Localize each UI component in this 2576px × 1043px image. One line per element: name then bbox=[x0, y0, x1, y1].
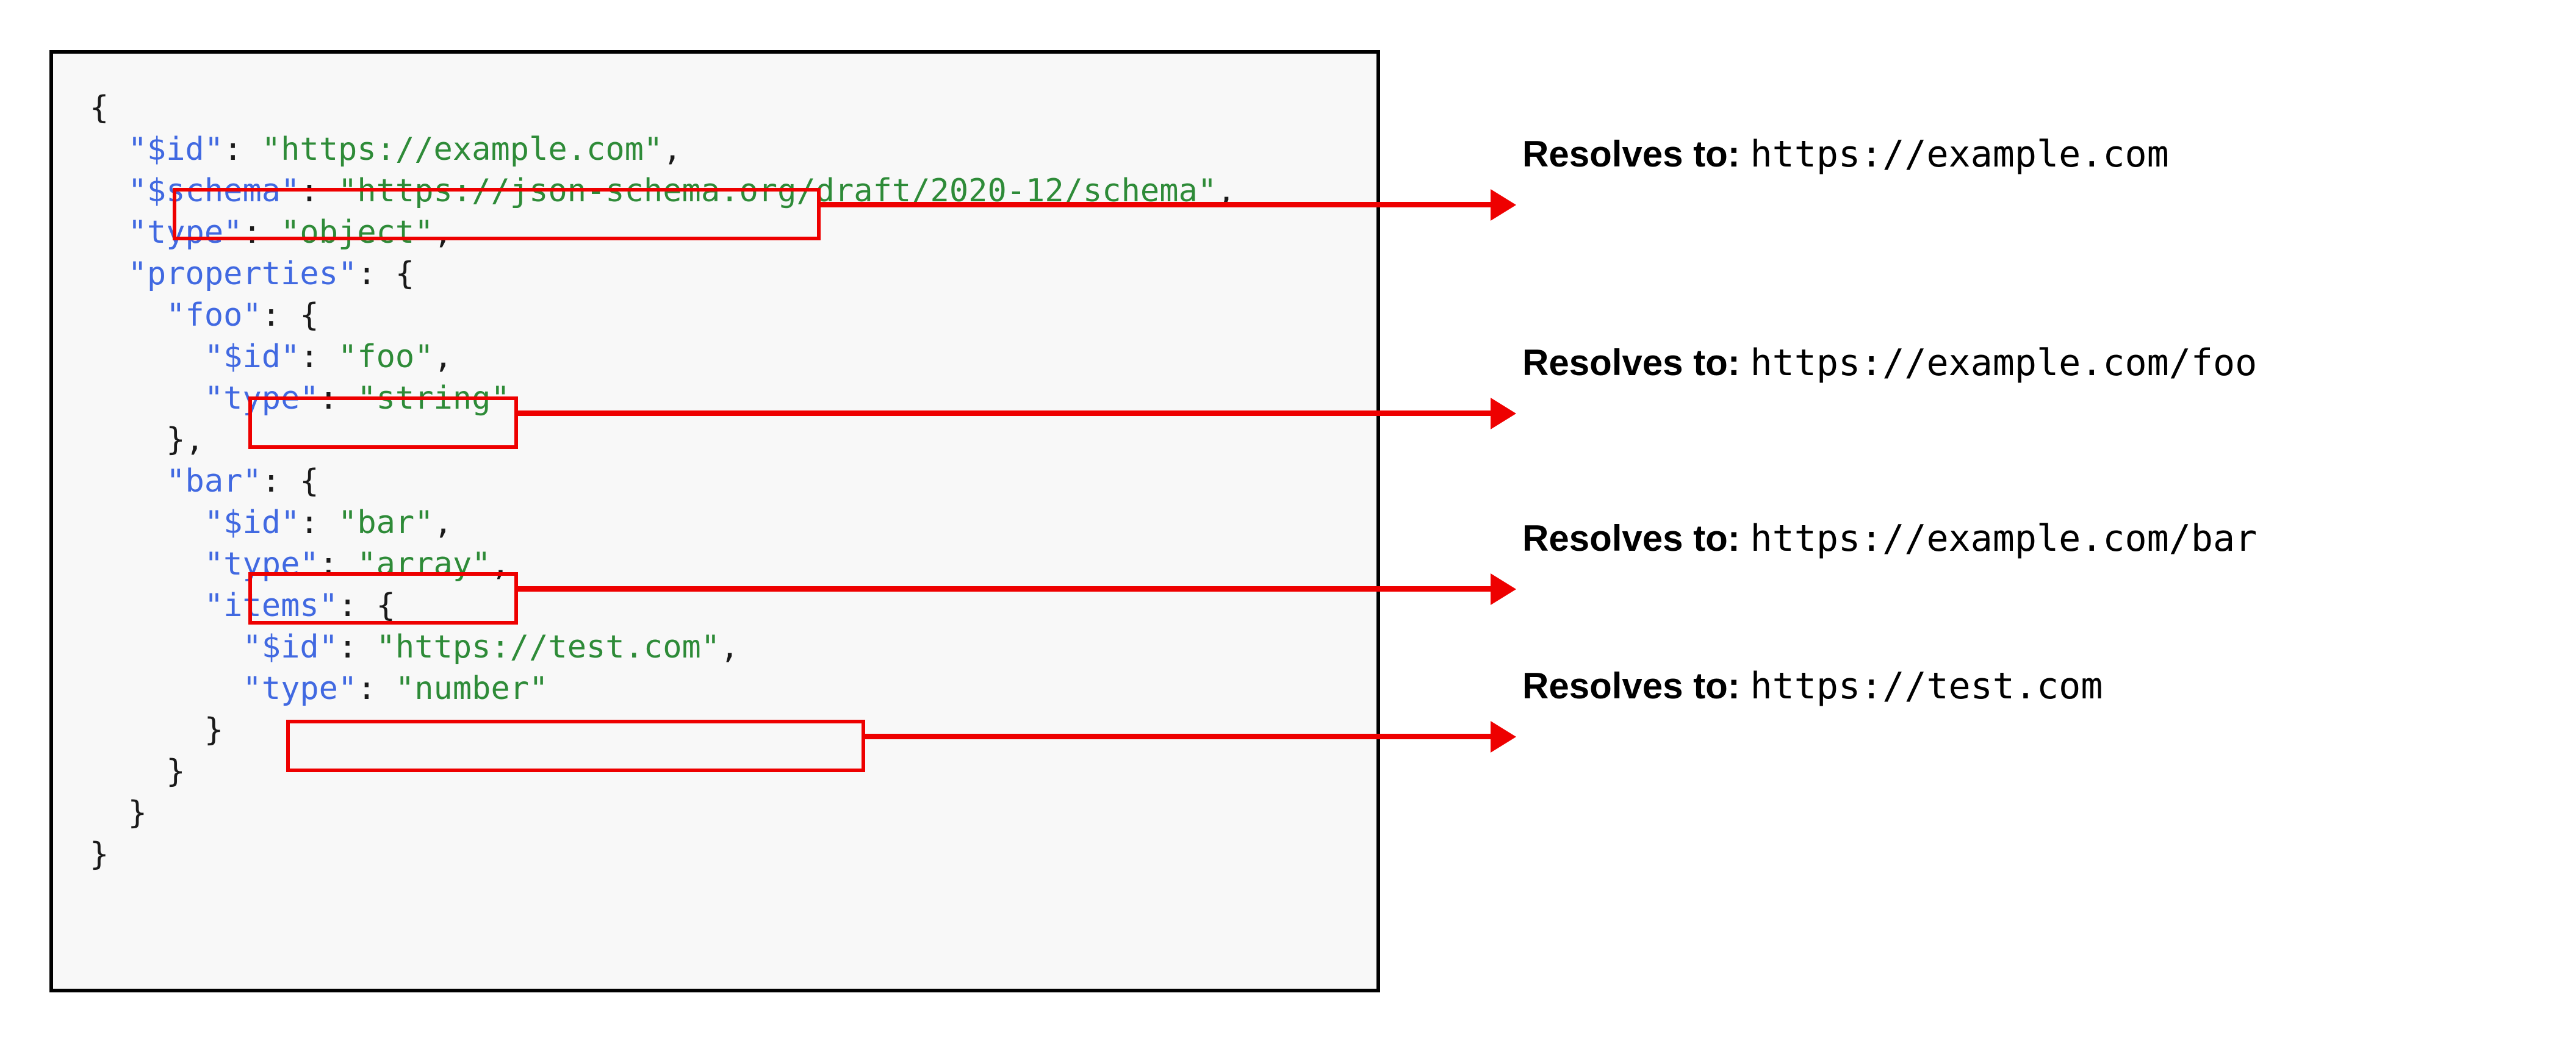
code-line: "type": "array", bbox=[90, 543, 1236, 585]
json-string: "foo" bbox=[338, 339, 434, 375]
resolve-foo: Resolves to: https://example.com/foo bbox=[1522, 342, 2257, 384]
json-punctuation: } bbox=[166, 753, 185, 790]
json-punctuation: , bbox=[433, 504, 453, 541]
code-line: } bbox=[90, 792, 1236, 834]
resolved-uri: https://example.com/foo bbox=[1750, 342, 2258, 384]
json-punctuation: : bbox=[223, 131, 262, 168]
highlight-id-bar bbox=[248, 572, 518, 625]
json-key: "type" bbox=[204, 546, 319, 582]
code-line: "type": "number" bbox=[90, 668, 1236, 709]
json-punctuation: } bbox=[204, 712, 224, 748]
json-string: "object" bbox=[281, 214, 434, 251]
json-string: "number" bbox=[395, 670, 549, 707]
json-punctuation: : { bbox=[261, 297, 319, 334]
arrow-bar-line bbox=[514, 586, 1491, 592]
code-line: "foo": { bbox=[90, 295, 1236, 336]
json-key: "bar" bbox=[166, 463, 262, 500]
code-line: "$id": "bar", bbox=[90, 502, 1236, 543]
json-key: "type" bbox=[242, 670, 358, 707]
json-punctuation: : { bbox=[261, 463, 319, 500]
json-key: "$id" bbox=[204, 339, 300, 375]
json-key: "$id" bbox=[204, 504, 300, 541]
resolves-to-label: Resolves to: bbox=[1522, 518, 1740, 559]
json-punctuation: } bbox=[90, 836, 109, 873]
code-line: } bbox=[90, 751, 1236, 792]
json-punctuation: } bbox=[128, 795, 147, 831]
json-punctuation: , bbox=[433, 214, 453, 251]
json-punctuation: }, bbox=[166, 421, 204, 458]
label-url-gap bbox=[1740, 134, 1750, 174]
resolve-bar: Resolves to: https://example.com/bar bbox=[1522, 517, 2257, 560]
arrow-items-line bbox=[862, 734, 1491, 739]
json-code-block: { "$id": "https://example.com", "$schema… bbox=[90, 87, 1236, 875]
arrow-foo-line bbox=[514, 410, 1491, 416]
json-key: "properties" bbox=[128, 256, 358, 292]
code-line: "properties": { bbox=[90, 253, 1236, 295]
code-line: "$id": "https://example.com", bbox=[90, 129, 1236, 170]
json-key: "type" bbox=[128, 214, 243, 251]
resolved-uri: https://example.com bbox=[1750, 133, 2169, 176]
code-line: "type": "object", bbox=[90, 212, 1236, 253]
code-line: { bbox=[90, 87, 1236, 129]
json-string: "bar" bbox=[338, 504, 434, 541]
json-punctuation: , bbox=[663, 131, 682, 168]
json-string: "array" bbox=[357, 546, 491, 582]
label-url-gap bbox=[1740, 342, 1750, 383]
json-punctuation: : { bbox=[357, 256, 415, 292]
json-key: "$id" bbox=[242, 629, 338, 665]
json-punctuation: : bbox=[357, 670, 395, 707]
code-line: "items": { bbox=[90, 585, 1236, 626]
highlight-id-foo bbox=[248, 396, 518, 449]
arrow-root-line bbox=[817, 202, 1491, 207]
highlight-id-root bbox=[173, 188, 821, 240]
json-string: "https://example.com" bbox=[261, 131, 663, 168]
resolve-items: Resolves to: https://test.com bbox=[1522, 665, 2103, 708]
json-punctuation: { bbox=[90, 90, 109, 126]
json-punctuation: , bbox=[720, 629, 739, 665]
resolved-uri: https://test.com bbox=[1750, 665, 2103, 708]
resolved-uri: https://example.com/bar bbox=[1750, 517, 2258, 560]
arrow-root-head bbox=[1491, 189, 1516, 221]
code-line: "$id": "https://test.com", bbox=[90, 626, 1236, 668]
json-punctuation: , bbox=[491, 546, 510, 582]
arrow-bar-head bbox=[1491, 573, 1516, 605]
json-punctuation: : bbox=[242, 214, 281, 251]
json-key: "foo" bbox=[166, 297, 262, 334]
arrow-foo-head bbox=[1491, 398, 1516, 429]
highlight-id-items bbox=[286, 720, 865, 772]
json-punctuation: : bbox=[300, 504, 339, 541]
resolves-to-label: Resolves to: bbox=[1522, 134, 1740, 174]
json-punctuation: : bbox=[338, 629, 376, 665]
label-url-gap bbox=[1740, 665, 1750, 706]
resolves-to-label: Resolves to: bbox=[1522, 665, 1740, 706]
code-line: "$id": "foo", bbox=[90, 336, 1236, 378]
code-line: } bbox=[90, 834, 1236, 875]
code-line: }, bbox=[90, 419, 1236, 461]
json-punctuation: : { bbox=[338, 587, 395, 624]
json-punctuation: , bbox=[433, 339, 453, 375]
json-string: "https://test.com" bbox=[376, 629, 721, 665]
json-schema-code-panel: { "$id": "https://example.com", "$schema… bbox=[49, 50, 1380, 992]
arrow-items-head bbox=[1491, 721, 1516, 753]
json-key: "$id" bbox=[128, 131, 224, 168]
resolves-to-label: Resolves to: bbox=[1522, 342, 1740, 383]
label-url-gap bbox=[1740, 518, 1750, 559]
code-line: "bar": { bbox=[90, 461, 1236, 502]
resolve-root: Resolves to: https://example.com bbox=[1522, 133, 2169, 176]
json-punctuation: : bbox=[318, 546, 358, 582]
json-punctuation: : bbox=[300, 339, 339, 375]
code-line: } bbox=[90, 709, 1236, 751]
json-key: "items" bbox=[204, 587, 338, 624]
